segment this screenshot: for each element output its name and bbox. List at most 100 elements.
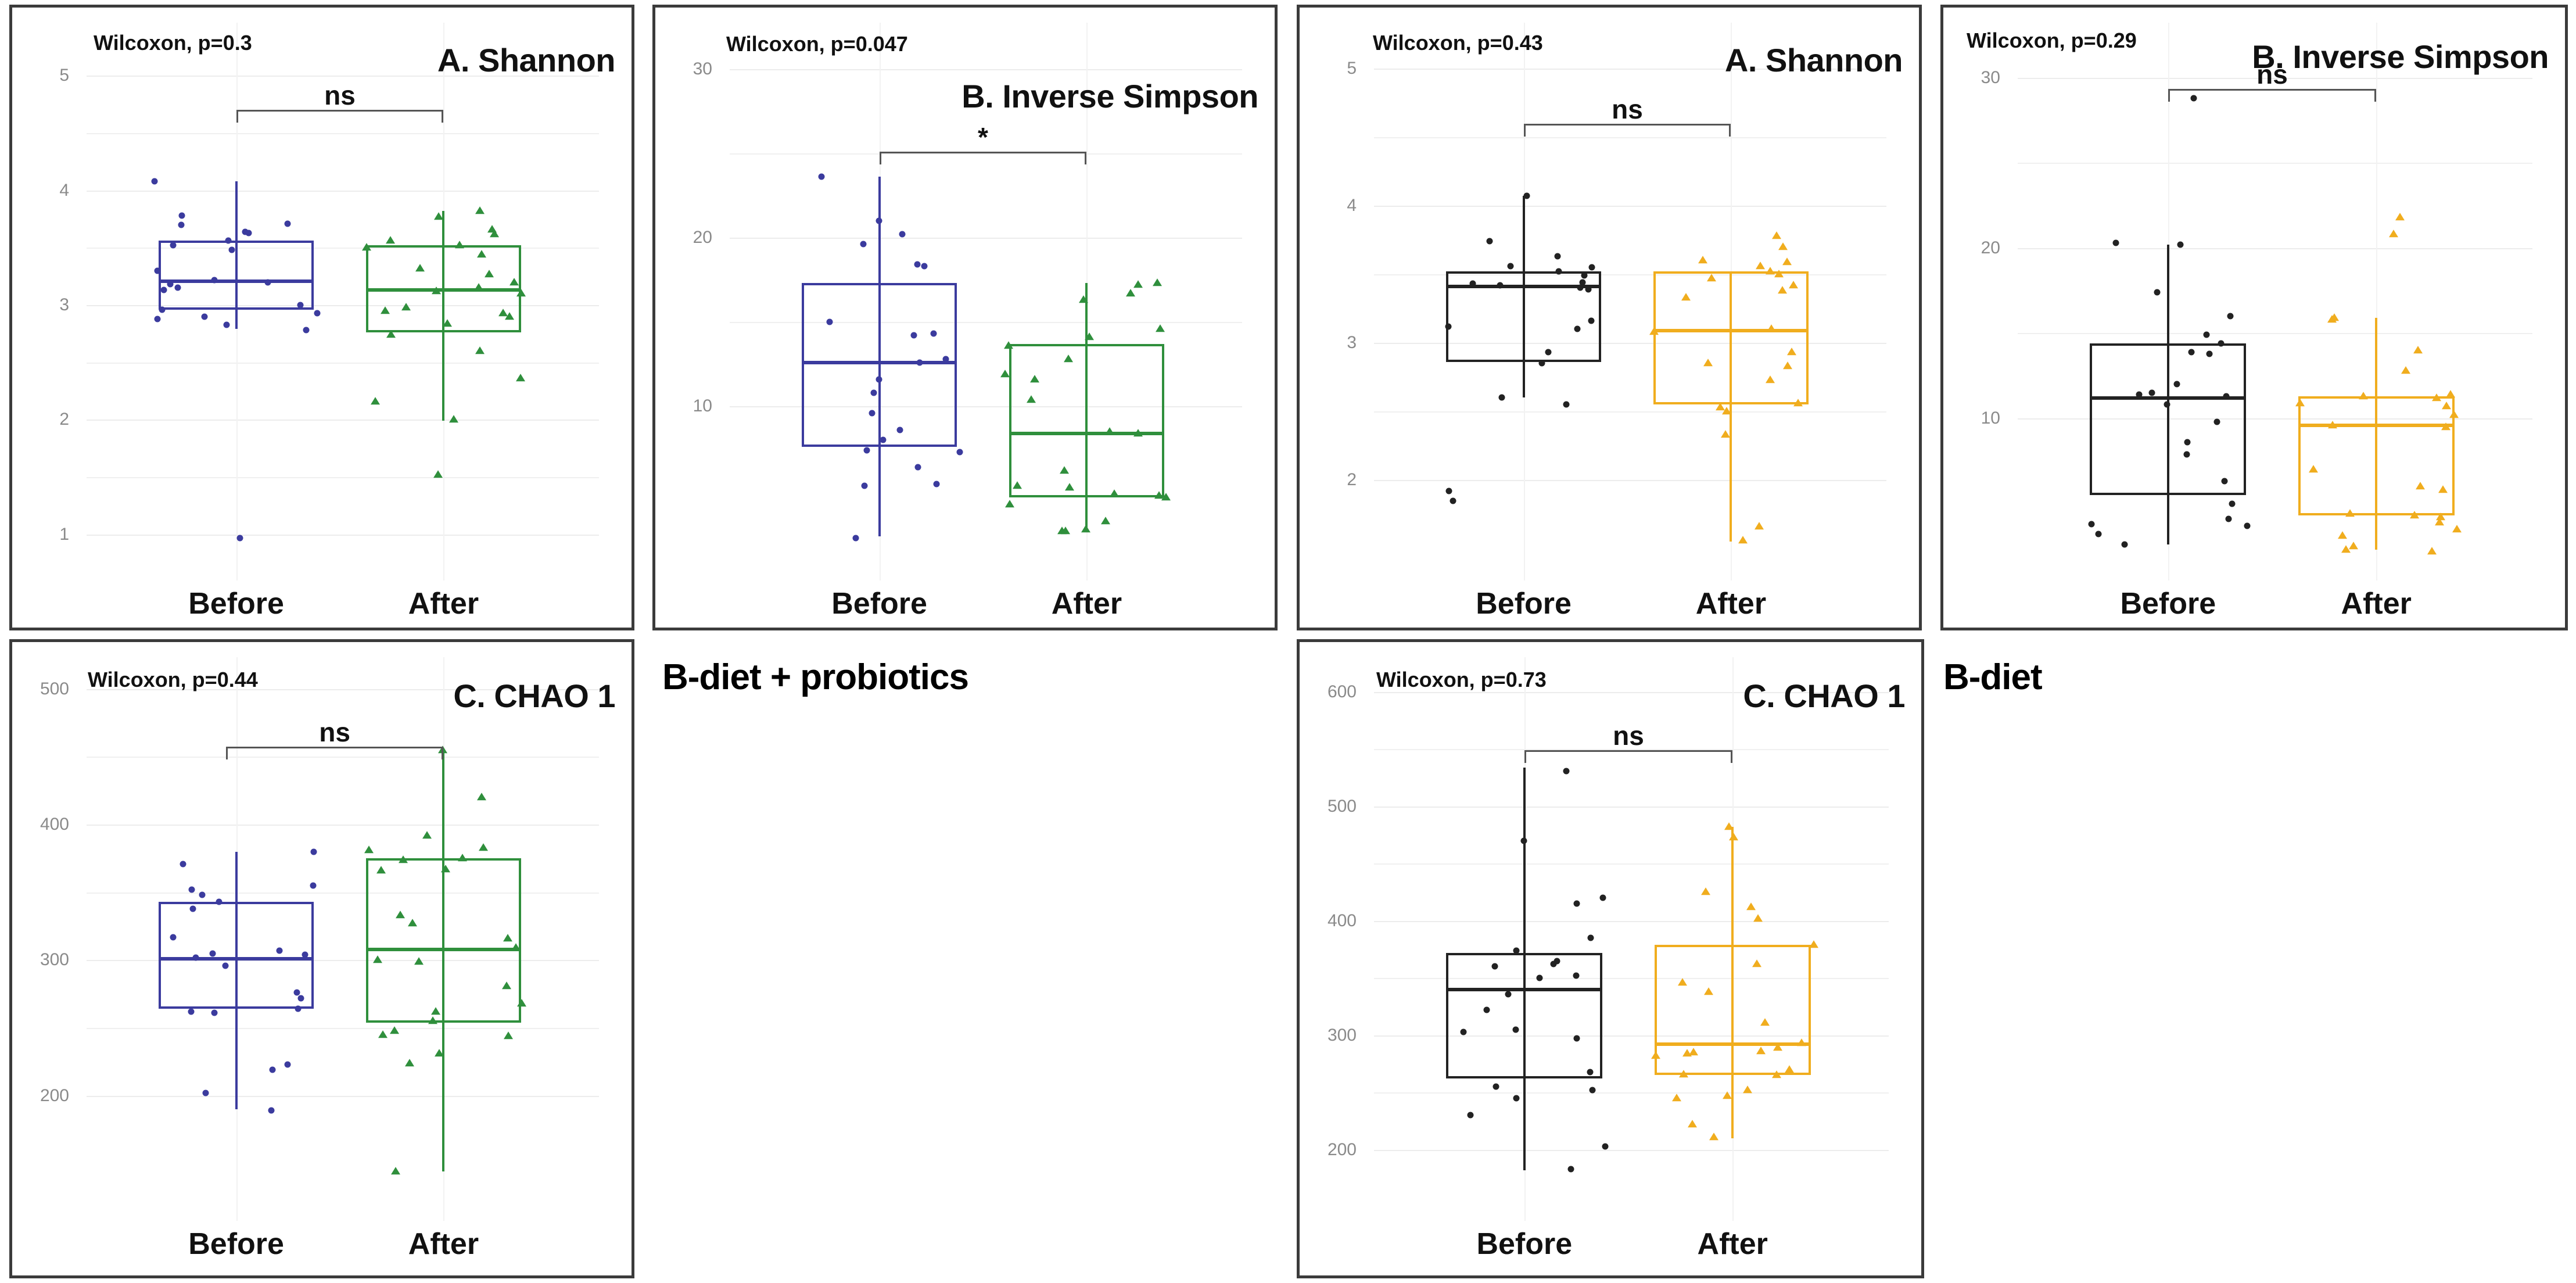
gridline-minor: [730, 153, 1242, 155]
y-tick-label: 5: [59, 66, 69, 85]
data-point: [916, 359, 923, 366]
data-point: [475, 346, 485, 354]
category-gridline: [2376, 23, 2378, 580]
data-point: [2446, 390, 2456, 398]
x-axis-label-before: Before: [188, 1227, 284, 1261]
data-point: [178, 221, 185, 228]
data-point: [2401, 366, 2410, 374]
data-point: [1513, 947, 1520, 954]
data-point: [1602, 1143, 1609, 1150]
data-point: [1722, 407, 1732, 415]
gridline-minor: [2018, 333, 2532, 335]
significance-marker: *: [978, 122, 988, 152]
whisker: [1522, 196, 1525, 398]
data-point: [1577, 284, 1584, 291]
data-point: [2308, 465, 2318, 473]
significance-marker: ns: [324, 80, 356, 110]
panel-title: C. CHAO 1: [1743, 678, 1905, 714]
data-point: [222, 962, 229, 969]
data-point: [1512, 1026, 1519, 1033]
box-iqr: [158, 902, 314, 1009]
data-point: [2327, 420, 2337, 428]
data-point: [1161, 493, 1171, 501]
bracket-bar: [879, 152, 1087, 153]
data-point: [1778, 286, 1788, 294]
data-point: [395, 911, 405, 919]
bracket-bar: [1523, 124, 1731, 126]
data-point: [1492, 1083, 1499, 1090]
x-axis-label-after: After: [1695, 587, 1767, 621]
data-point: [510, 277, 519, 285]
data-point: [475, 206, 485, 214]
data-point: [914, 261, 921, 268]
data-point: [502, 981, 512, 989]
box-iqr: [801, 283, 957, 447]
data-point: [1084, 332, 1094, 341]
caption-probiotics: B-diet + probiotics: [662, 657, 969, 697]
data-point: [516, 374, 526, 382]
data-point: [852, 535, 859, 542]
whisker: [2375, 317, 2378, 550]
data-point: [192, 954, 199, 961]
data-point: [1698, 256, 1707, 264]
data-point: [1469, 280, 1476, 287]
data-point: [199, 891, 206, 898]
gridline-minor: [1374, 274, 1886, 275]
data-point: [1766, 267, 1775, 275]
panel-title: B. Inverse Simpson: [961, 78, 1258, 114]
data-point: [211, 277, 218, 284]
data-point: [1789, 280, 1799, 288]
boxplot-panel-c-bdiet-before: [1300, 642, 1921, 1275]
data-point: [303, 327, 310, 334]
boxplot-panel-c-bdiet-after: [1300, 642, 1921, 1275]
data-point: [202, 1090, 209, 1096]
data-point: [2452, 524, 2462, 532]
wilcoxon-annotation: Wilcoxon, p=0.73: [1376, 668, 1547, 691]
data-point: [1483, 1006, 1490, 1013]
data-point: [2358, 392, 2368, 400]
data-point: [2229, 500, 2236, 507]
gridline: [1374, 342, 1886, 344]
data-point: [1756, 261, 1766, 269]
data-point: [2441, 402, 2451, 410]
data-point: [2088, 521, 2095, 528]
gridline: [87, 305, 599, 306]
data-point: [1467, 1112, 1474, 1119]
data-point: [1752, 959, 1761, 967]
data-point: [1573, 1035, 1580, 1042]
x-axis-label-before: Before: [2120, 587, 2216, 621]
data-point: [1450, 497, 1456, 504]
data-point: [457, 854, 467, 862]
data-point: [434, 1049, 444, 1057]
boxplot-panel-b-bdiet-after: [1943, 8, 2565, 628]
gridline: [1374, 1149, 1889, 1151]
data-point: [2136, 391, 2143, 398]
data-point: [516, 999, 526, 1007]
data-point: [386, 330, 396, 338]
significance-marker: ns: [1612, 94, 1643, 124]
data-point: [1060, 526, 1070, 535]
box-iqr: [1446, 952, 1603, 1079]
y-tick-label: 200: [40, 1085, 69, 1105]
data-point: [1109, 489, 1119, 497]
data-point: [956, 449, 963, 456]
box-iqr: [1445, 271, 1602, 363]
gridline-minor: [1374, 137, 1886, 138]
gridline: [730, 237, 1242, 239]
data-point: [1703, 359, 1713, 367]
data-point: [1778, 242, 1788, 250]
data-point: [223, 321, 230, 328]
data-point: [914, 464, 921, 471]
y-tick-label: 2: [59, 410, 69, 429]
data-point: [2434, 517, 2444, 525]
median-line: [1654, 1042, 1811, 1047]
significance-marker: ns: [2256, 59, 2288, 89]
bracket-tick-left: [2168, 89, 2170, 102]
data-point: [167, 281, 174, 288]
